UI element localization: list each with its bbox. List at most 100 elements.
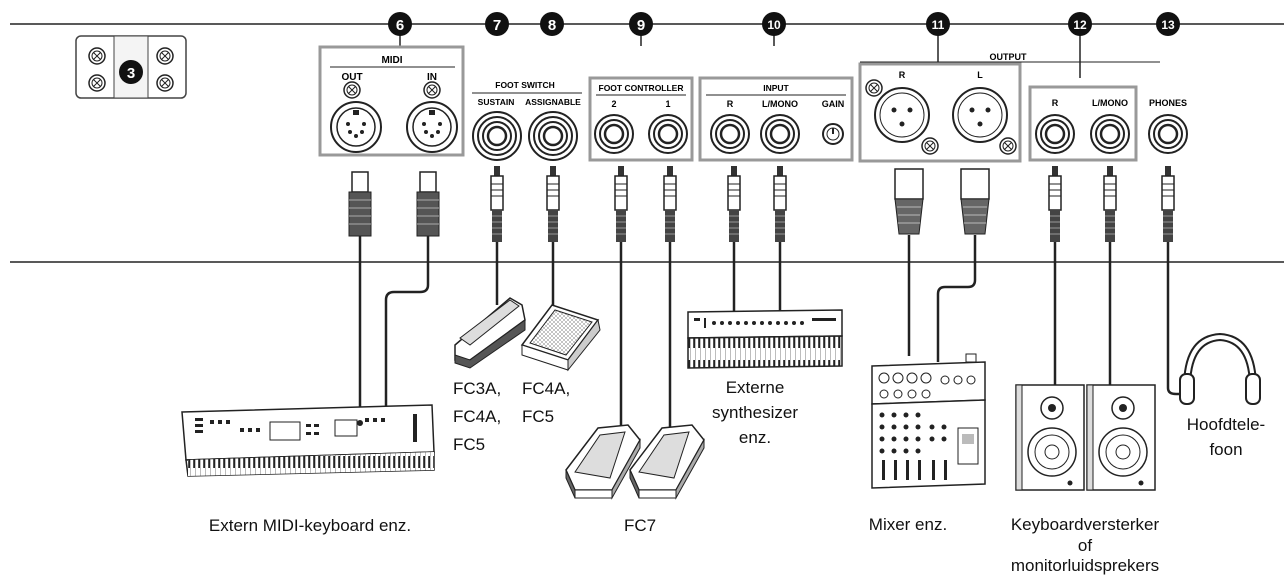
output-xlr-section: OUTPUT R L [858,52,1160,163]
phones-section: PHONES [1147,98,1189,155]
xlr-r-plug [894,168,924,235]
label-fc7: FC7 [623,516,657,535]
output-r-jack [1034,113,1076,155]
gain-knob [822,123,844,145]
label-amp-line3: monitorluidsprekers [1010,556,1160,575]
callout-3: 3 [119,60,143,84]
output-trs-section: R L/MONO [1028,85,1138,162]
label-fc4a-line2: FC5 [522,407,555,426]
svg-text:PHONES: PHONES [1149,98,1187,108]
svg-text:OUTPUT: OUTPUT [990,52,1028,62]
svg-text:R: R [899,70,906,80]
fc3a-pedal-illustration [454,297,526,369]
midi-out-jack [330,101,382,153]
svg-text:12: 12 [1073,18,1087,32]
svg-text:10: 10 [767,18,781,32]
mixer-illustration [871,353,986,489]
speaker-left-illustration [1015,384,1085,491]
label-synth-line2: synthesizer [712,403,798,422]
xlr-l-jack [952,87,1008,143]
svg-text:FOOT SWITCH: FOOT SWITCH [495,80,555,90]
callout-11: 11 [926,12,950,62]
midi-in-cable [384,235,430,410]
midi-in-plug [416,171,440,237]
svg-text:3: 3 [127,65,135,82]
label-keyboard: Extern MIDI-keyboard enz. [208,516,412,535]
label-synth-line1: Externe [725,378,785,397]
svg-text:7: 7 [493,17,501,34]
fc4a-pedal-illustration [520,304,601,372]
synthesizer-illustration [687,309,843,369]
callout-8: 8 [540,12,564,36]
foot-controller-section: FOOT CONTROLLER 2 1 [588,76,694,162]
xlr-r-jack [874,87,930,143]
foot-controller-1-jack [647,113,689,155]
label-fc3a-line3: FC5 [453,435,486,454]
svg-text:INPUT: INPUT [763,83,789,93]
foot-switch-section: FOOT SWITCH SUSTAIN ASSIGNABLE [472,80,582,161]
midi-section: MIDI OUT IN [318,45,465,157]
output-r-plug [1048,165,1062,243]
xlr-l-plug [960,168,990,235]
fc1-plug [663,165,677,243]
headphones-illustration [1179,332,1261,405]
label-headphones-line2: foon [1209,440,1243,459]
assignable-plug [546,165,560,243]
svg-text:OUT: OUT [341,72,362,83]
fc2-plug [614,165,628,243]
label-headphones-line1: Hoofdtele- [1186,415,1266,434]
input-lmono-plug [773,165,787,243]
input-r-jack [709,113,751,155]
svg-text:2: 2 [611,99,616,109]
foot-controller-2-jack [593,113,635,155]
keyboard-illustration [181,404,435,477]
keyboard-keys [188,452,434,476]
label-amp-line1: Keyboardversterker [1010,515,1160,534]
svg-text:L/MONO: L/MONO [762,99,798,109]
svg-text:1: 1 [665,99,670,109]
callout-12: 12 [1068,12,1092,78]
input-r-plug [727,165,741,243]
label-fc3a-line1: FC3A, [453,379,502,398]
phones-plug [1161,165,1175,243]
assignable-jack [528,111,578,161]
svg-text:L/MONO: L/MONO [1092,98,1128,108]
svg-text:9: 9 [637,17,645,34]
output-lmono-jack [1089,113,1131,155]
svg-text:IN: IN [427,72,437,83]
xlr-l-cable [936,235,977,362]
label-synth-line3: enz. [738,428,772,447]
label-amp-line2: of [1077,536,1093,555]
callout-13: 13 [1156,12,1180,36]
svg-text:8: 8 [548,17,556,34]
svg-text:13: 13 [1161,18,1175,32]
callout-9: 9 [629,12,653,46]
svg-text:L: L [977,70,983,80]
svg-text:11: 11 [932,18,945,32]
callout-6: 6 [388,12,412,46]
svg-text:R: R [1052,98,1059,108]
phones-jack [1147,113,1189,155]
svg-text:GAIN: GAIN [822,99,845,109]
svg-text:FOOT CONTROLLER: FOOT CONTROLLER [599,83,684,93]
output-lmono-plug [1103,165,1117,243]
speaker-right-illustration [1086,384,1156,491]
label-fc3a-line2: FC4A, [453,407,502,426]
svg-text:SUSTAIN: SUSTAIN [478,97,515,107]
label-fc4a-line1: FC4A, [522,379,571,398]
label-mixer: Mixer enz. [868,515,948,534]
svg-text:ASSIGNABLE: ASSIGNABLE [525,97,581,107]
input-lmono-jack [759,113,801,155]
sustain-jack [472,111,522,161]
svg-text:6: 6 [396,17,404,34]
callout-7: 7 [485,12,509,36]
sustain-plug [490,165,504,243]
svg-text:MIDI: MIDI [381,55,402,66]
svg-text:R: R [727,99,734,109]
input-section: INPUT R L/MONO GAIN [698,76,854,162]
callout-10: 10 [762,12,786,46]
midi-out-plug [348,171,372,237]
fc7-pedal-illustration [565,424,705,500]
phones-cable [1166,238,1192,396]
